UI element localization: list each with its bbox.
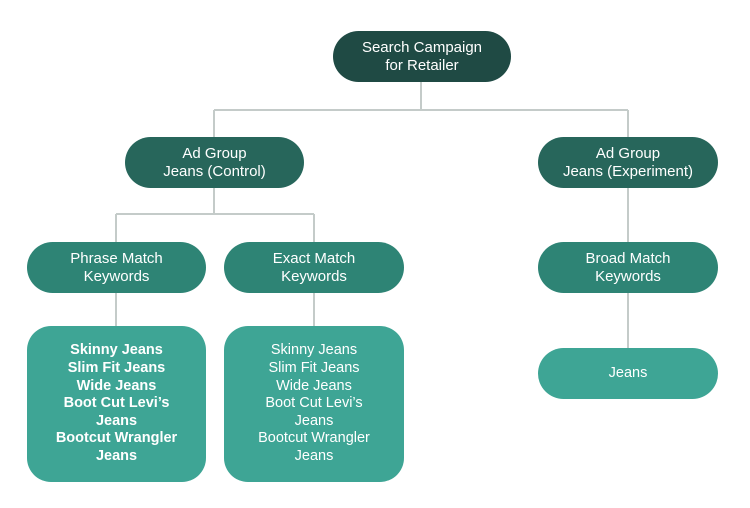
node-label-line: Keywords (595, 267, 661, 285)
node-label-line: Jeans (Control) (163, 162, 266, 180)
exact-match-node: Exact Match Keywords (224, 242, 404, 293)
node-label-line: Ad Group (595, 144, 661, 162)
broad-match-node: Broad Match Keywords (538, 242, 718, 293)
node-label-line: Ad Group (182, 144, 247, 162)
phrase-match-node: Phrase Match Keywords (27, 242, 206, 293)
keyword-item: Slim Fit Jeans (67, 360, 166, 377)
keyword-item: Jeans (95, 447, 138, 464)
node-label-line: Keywords (281, 267, 347, 285)
keyword-item: Slim Fit Jeans (268, 360, 360, 377)
node-label-line: Phrase Match (70, 249, 163, 267)
keyword-item: Skinny Jeans (70, 342, 163, 359)
keyword-item: Jeans (294, 412, 334, 429)
node-label-line: for Retailer (385, 56, 459, 74)
node-label-line: Jeans (Experiment) (562, 162, 694, 180)
broad-keywords-list: Jeans (538, 348, 718, 399)
ad-group-experiment-node: Ad Group Jeans (Experiment) (538, 137, 718, 188)
node-label-line: Broad Match (585, 249, 671, 267)
keyword-item: Jeans (294, 447, 334, 464)
exact-keywords-list: Skinny Jeans Slim Fit Jeans Wide Jeans B… (224, 326, 404, 482)
node-label-line: Keywords (83, 267, 150, 285)
keyword-item: Jeans (608, 364, 648, 381)
node-label-line: Exact Match (272, 249, 356, 267)
ad-group-control-node: Ad Group Jeans (Control) (125, 137, 304, 188)
keyword-item: Jeans (95, 412, 138, 429)
keyword-item: Skinny Jeans (270, 342, 358, 359)
phrase-keywords-list: Skinny Jeans Slim Fit Jeans Wide Jeans B… (27, 326, 206, 482)
keyword-item: Wide Jeans (276, 377, 352, 394)
keyword-item: Boot Cut Levi’s (265, 395, 363, 412)
keyword-item: Bootcut Wrangler (55, 430, 178, 447)
search-campaign-node: Search Campaign for Retailer (333, 31, 511, 82)
node-label-line: Search Campaign (361, 38, 483, 56)
keyword-item: Bootcut Wrangler (258, 430, 370, 447)
keyword-item: Wide Jeans (76, 377, 157, 394)
keyword-item: Boot Cut Levi’s (63, 395, 170, 412)
